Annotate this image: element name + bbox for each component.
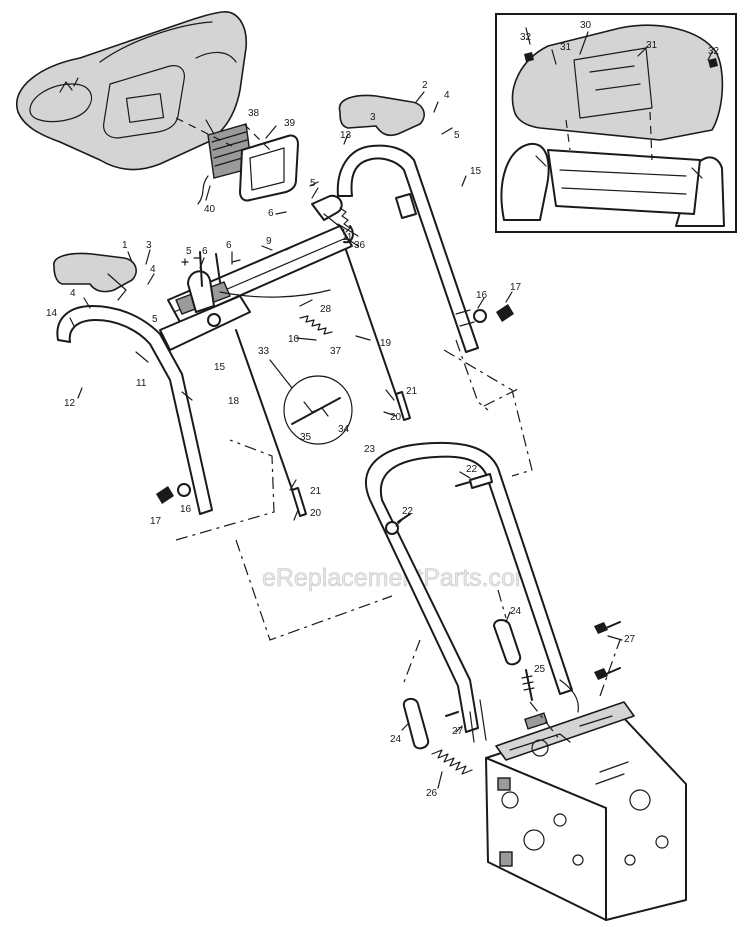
callout-11-left: 11 — [136, 378, 147, 389]
upper-handle-right — [336, 94, 479, 353]
callout-36: 36 — [354, 240, 366, 251]
callout-6-a: 6 — [202, 246, 208, 257]
callout-6-c: 6 — [268, 208, 274, 219]
hardware-parts — [156, 304, 621, 775]
callout-14: 14 — [46, 308, 58, 319]
headlight-assembly — [175, 117, 299, 205]
callout-31-right: 31 — [646, 40, 658, 51]
callout-4-left-lower: 4 — [70, 288, 76, 299]
callout-25: 25 — [534, 664, 546, 675]
callout-32-left: 32 — [520, 32, 532, 43]
callout-37: 37 — [330, 346, 342, 357]
callout-5-c: 5 — [310, 178, 316, 189]
callout-22-right: 22 — [466, 464, 478, 475]
callout-40: 40 — [204, 204, 216, 215]
callout-13: 13 — [340, 130, 352, 141]
callout-16-left: 16 — [180, 504, 192, 515]
callout-3-left: 3 — [146, 240, 152, 251]
callout-33: 33 — [258, 346, 270, 357]
inset-detail — [495, 13, 737, 233]
lower-handle — [365, 441, 573, 743]
callout-11-right: 11 — [342, 232, 353, 243]
leader-lines — [69, 27, 713, 789]
callout-24-left: 24 — [390, 734, 402, 745]
callout-21-right: 21 — [406, 386, 418, 397]
callout-28: 28 — [320, 304, 332, 315]
callout-labels: 1 2 3 3 4 4 4 5 5 5 5 6 6 6 9 10 11 11 1… — [46, 20, 720, 799]
callout-20-left: 20 — [310, 508, 322, 519]
callout-19: 19 — [380, 338, 392, 349]
callout-39: 39 — [284, 118, 296, 129]
callout-4-right: 4 — [444, 90, 450, 101]
frame-housing — [485, 679, 687, 921]
control-shaft-assembly — [159, 181, 411, 517]
callout-31-left: 31 — [560, 42, 572, 53]
callout-1: 1 — [122, 240, 128, 251]
callout-4-left-upper: 4 — [150, 264, 156, 275]
callout-18: 18 — [228, 396, 240, 407]
callout-17-right: 17 — [510, 282, 522, 293]
callout-15-left: 15 — [214, 362, 226, 373]
callout-27-left: 27 — [452, 726, 464, 737]
callout-34: 34 — [338, 424, 350, 435]
callout-24-right: 24 — [510, 606, 522, 617]
callout-9: 9 — [266, 236, 272, 247]
upper-handle-left — [53, 252, 213, 515]
callout-15-right: 15 — [470, 166, 482, 177]
dashboard-console — [15, 11, 247, 171]
callout-6-b: 6 — [226, 240, 232, 251]
callout-22-left: 22 — [402, 506, 414, 517]
detail-circle — [269, 359, 353, 445]
callout-2: 2 — [422, 80, 428, 91]
assembly-guide-lines — [175, 339, 621, 741]
callout-30: 30 — [580, 20, 592, 31]
callout-3-right: 3 — [370, 112, 376, 123]
watermark-text: eReplacementParts.com — [262, 564, 536, 592]
callout-5-d: 5 — [454, 130, 460, 141]
callout-38: 38 — [248, 108, 260, 119]
callout-16-right: 16 — [476, 290, 488, 301]
callout-32-right: 32 — [708, 46, 720, 57]
callout-21-left: 21 — [310, 486, 322, 497]
callout-23: 23 — [364, 444, 376, 455]
callout-20-right: 20 — [390, 412, 402, 423]
callout-5-b: 5 — [152, 314, 158, 325]
callout-10: 10 — [288, 334, 300, 345]
callout-17-left: 17 — [150, 516, 162, 527]
callout-26: 26 — [426, 788, 438, 799]
callout-12: 12 — [64, 398, 76, 409]
callout-5-a: 5 — [186, 246, 192, 257]
callout-27-right: 27 — [624, 634, 636, 645]
callout-35: 35 — [300, 432, 312, 443]
